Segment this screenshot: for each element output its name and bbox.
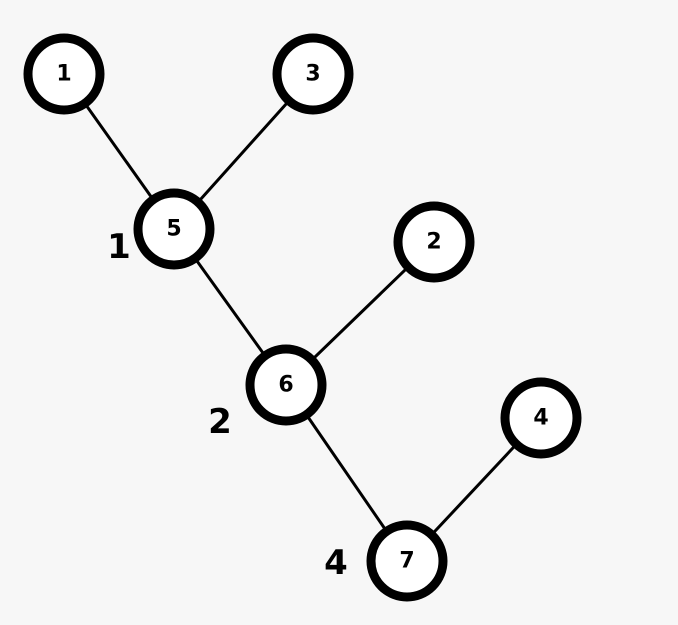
- node-2[interactable]: 2: [393, 201, 475, 283]
- node-circle[interactable]: [23, 33, 105, 115]
- node-label: 5: [166, 217, 181, 242]
- side-label-node-7: 4: [324, 543, 348, 583]
- side-label-node-6: 2: [208, 402, 232, 442]
- node-circle[interactable]: [133, 188, 215, 270]
- node-circle[interactable]: [272, 33, 354, 115]
- node-4[interactable]: 4: [500, 377, 582, 459]
- node-circle[interactable]: [245, 344, 327, 426]
- node-label: 4: [533, 406, 548, 431]
- node-3[interactable]: 3: [272, 33, 354, 115]
- node-circle[interactable]: [500, 377, 582, 459]
- node-6[interactable]: 6: [245, 344, 327, 426]
- node-label: 2: [426, 230, 441, 255]
- edges: [62, 72, 543, 563]
- node-label: 1: [56, 62, 71, 87]
- node-label: 7: [399, 549, 414, 574]
- node-circle[interactable]: [366, 520, 448, 602]
- node-circle[interactable]: [393, 201, 475, 283]
- node-label: 3: [305, 62, 320, 87]
- node-5[interactable]: 5: [133, 188, 215, 270]
- node-7[interactable]: 7: [366, 520, 448, 602]
- node-1[interactable]: 1: [23, 33, 105, 115]
- side-label-node-5: 1: [107, 227, 131, 267]
- node-label: 6: [278, 373, 293, 398]
